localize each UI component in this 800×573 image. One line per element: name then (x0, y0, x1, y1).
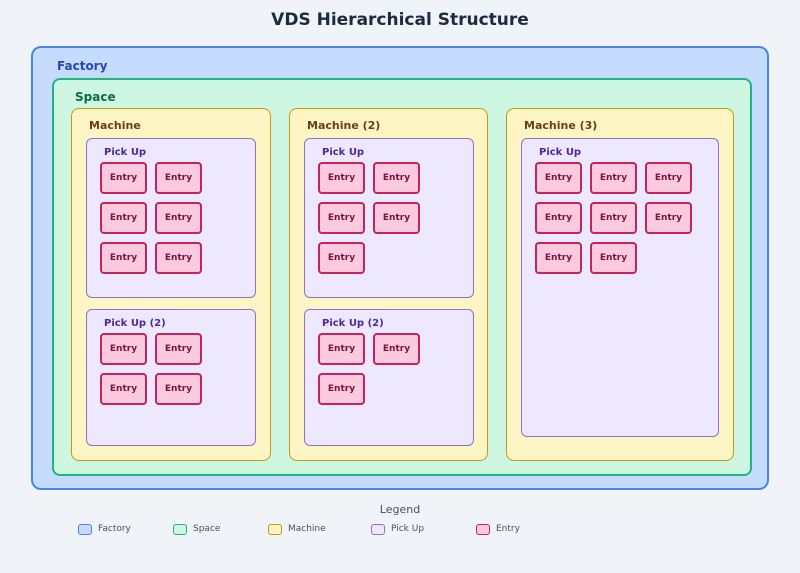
legend-swatch (173, 523, 187, 535)
legend-item: Factory (78, 522, 131, 536)
entry-box: Entry (373, 333, 420, 365)
entry-box: Entry (155, 202, 202, 234)
entry-box: Entry (645, 202, 692, 234)
pickup-label: Pick Up (539, 147, 582, 158)
entry-box: Entry (318, 202, 365, 234)
entry-box: Entry (590, 242, 637, 274)
machine-label: Machine (89, 119, 141, 132)
entry-box: Entry (155, 333, 202, 365)
entry-box: Entry (373, 202, 420, 234)
entry-box: Entry (155, 242, 202, 274)
pickup-label: Pick Up (322, 147, 365, 158)
entry-box: Entry (100, 373, 147, 405)
entry-box: Entry (318, 242, 365, 274)
machine-label: Machine (2) (307, 119, 381, 132)
entry-box: Entry (100, 242, 147, 274)
entry-box: Entry (100, 162, 147, 194)
entry-box: Entry (318, 162, 365, 194)
legend-item: Entry (476, 522, 520, 536)
legend-swatch (371, 523, 385, 535)
entry-box: Entry (155, 162, 202, 194)
entry-box: Entry (590, 202, 637, 234)
machine-label: Machine (3) (524, 119, 598, 132)
entry-box: Entry (318, 373, 365, 405)
legend-item: Space (173, 522, 220, 536)
entry-box: Entry (535, 202, 582, 234)
factory-label: Factory (57, 59, 108, 73)
legend-label: Factory (98, 524, 131, 534)
legend-label: Space (193, 524, 221, 534)
legend-item: Pick Up (371, 522, 424, 536)
entry-box: Entry (535, 162, 582, 194)
space-label: Space (75, 90, 116, 104)
legend-swatch (476, 523, 490, 535)
legend-label: Entry (496, 524, 520, 534)
entry-box: Entry (155, 373, 202, 405)
entry-box: Entry (100, 333, 147, 365)
entry-box: Entry (535, 242, 582, 274)
pickup-label: Pick Up (2) (104, 318, 166, 329)
legend-swatch (78, 523, 92, 535)
entry-box: Entry (645, 162, 692, 194)
legend-label: Pick Up (391, 524, 425, 534)
legend-swatch (268, 523, 282, 535)
entry-box: Entry (100, 202, 147, 234)
diagram-title: VDS Hierarchical Structure (271, 10, 529, 30)
legend-title: Legend (379, 503, 421, 516)
entry-box: Entry (318, 333, 365, 365)
entry-box: Entry (590, 162, 637, 194)
pickup-label: Pick Up (2) (322, 318, 384, 329)
legend-label: Machine (288, 524, 326, 534)
entry-box: Entry (373, 162, 420, 194)
pickup-label: Pick Up (104, 147, 147, 158)
legend-item: Machine (268, 522, 326, 536)
